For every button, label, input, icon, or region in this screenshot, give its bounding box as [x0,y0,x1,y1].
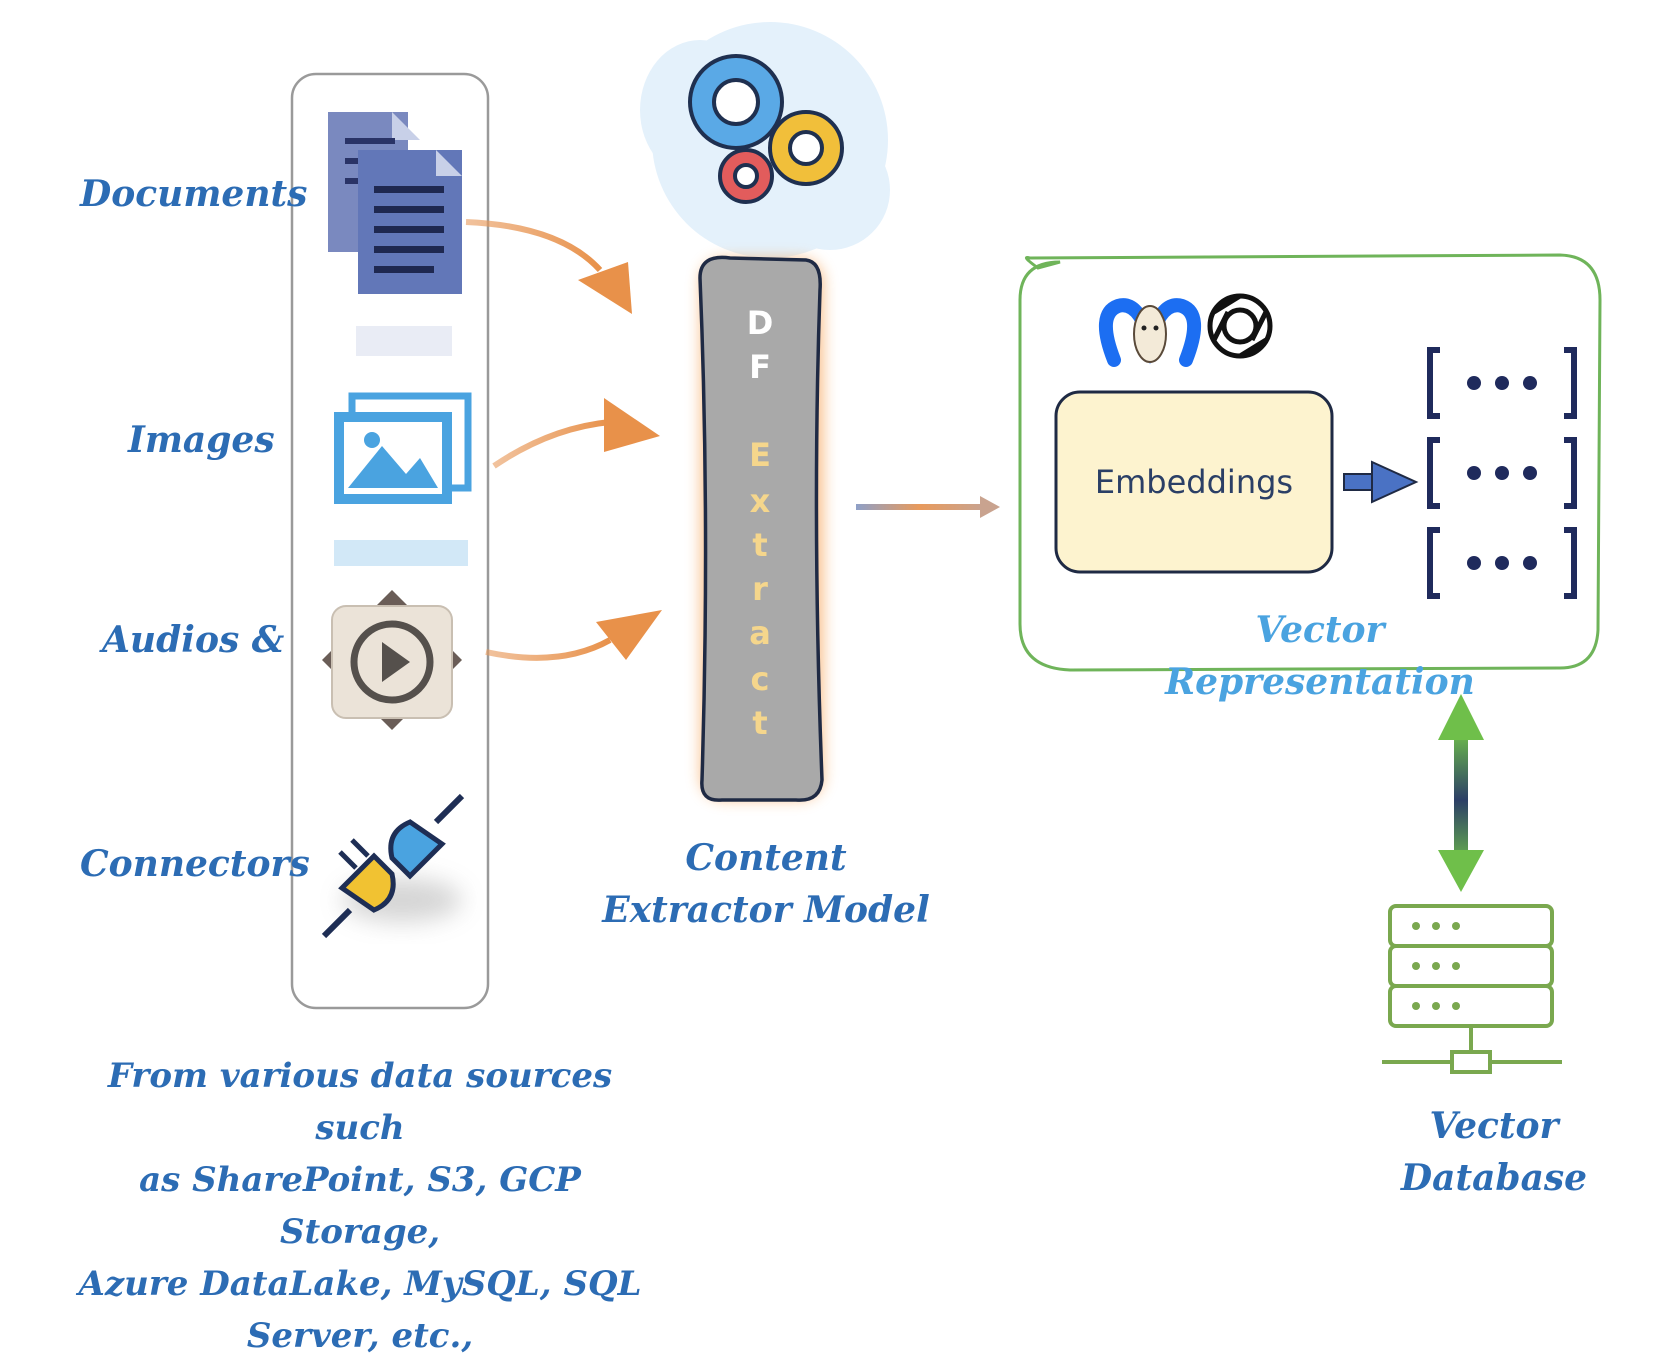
vector-dot [1467,466,1481,480]
vector-representation-label: Vector Representation [1165,609,1475,703]
database-icon [1382,904,1562,1074]
vector-dot [1495,466,1509,480]
extractor-label-line-1: Content [685,837,847,879]
vector-dot [1467,556,1481,570]
caption-line-1: From various data sources such [107,1056,613,1148]
extract-to-vector-arrow [856,496,1000,518]
pipeline-diagram [290,22,1602,1074]
pillar-letter-t2: t [752,704,768,742]
vector-dot [1523,466,1537,480]
vector-dot [1523,556,1537,570]
left-bracket [1427,527,1440,599]
sources-caption: From various data sources such as ShareP… [60,1050,660,1362]
vector-row [1427,527,1577,599]
extractor-label: Content Extractor Model [596,832,936,936]
play-icon [322,590,462,730]
embeddings-box [1054,390,1334,574]
images-icon [334,392,472,566]
source-arrows [465,219,662,661]
vector-dot [1495,556,1509,570]
left-bracket [1427,347,1440,419]
caption-line-4: Server, etc., [246,1316,474,1356]
embeddings-arrow [1343,460,1419,504]
vector-row [1427,437,1577,509]
images-label: Images [128,419,275,461]
right-bracket [1564,437,1577,509]
extract-pillar [698,255,824,802]
embeddings-label: Embeddings [1094,463,1294,501]
gears-icon [640,22,890,258]
audios-label: Audios & [102,619,285,661]
pillar-letter-a: a [749,614,771,652]
vector-dot [1467,376,1481,390]
extractor-label-line-2: Extractor Model [602,889,930,931]
right-bracket [1564,347,1577,419]
pillar-letter-e: E [749,436,771,474]
documents-label: Documents [80,173,308,215]
vector-dot [1523,376,1537,390]
pillar-letter-t1: t [752,526,768,564]
caption-line-3: Azure DataLake, MySQL, SQL [78,1264,642,1304]
connector-icon [321,793,465,939]
pillar-letter-d: D [746,304,774,342]
left-bracket [1427,437,1440,509]
db-double-arrow [1438,694,1484,892]
openai-logo [1207,293,1273,359]
vector-list [1427,347,1577,599]
pillar-letter-c: c [750,660,770,698]
connectors-label: Connectors [80,843,310,885]
caption-line-2: as SharePoint, S3, GCP Storage, [139,1160,581,1252]
pillar-letter-r: r [752,570,768,608]
right-bracket [1564,527,1577,599]
pillar-letter-f: F [749,348,771,386]
sources-panel [290,72,490,1010]
vector-row [1427,347,1577,419]
vector-database-label: Vector Database [1400,1105,1588,1199]
meta-logo [1098,298,1202,367]
vector-dot [1495,376,1509,390]
pillar-letter-x: x [749,482,771,520]
document-icon [328,112,462,356]
